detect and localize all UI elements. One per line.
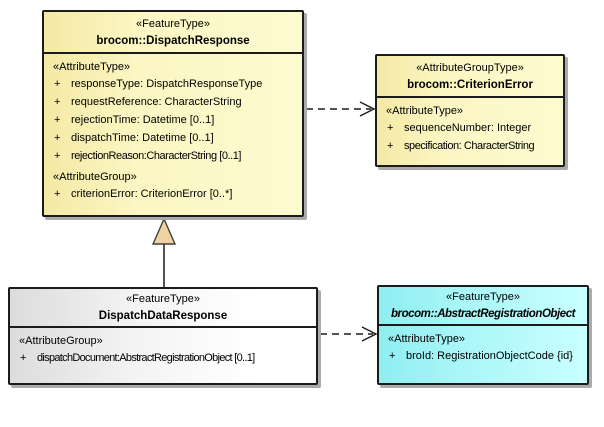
section-label: «AttributeType» bbox=[386, 105, 464, 117]
attribute-row: + broId: RegistrationObjectCode {id} bbox=[379, 346, 587, 364]
section-label: «AttributeGroup» bbox=[19, 335, 103, 347]
visibility: + bbox=[389, 350, 396, 362]
visibility: + bbox=[54, 132, 61, 144]
stereotype-label: «FeatureType» bbox=[126, 293, 200, 305]
attribute-text: dispatchDocument:AbstractRegistrationObj… bbox=[37, 352, 255, 364]
visibility: + bbox=[54, 96, 61, 108]
attribute-row: + sequenceNumber: Integer bbox=[377, 118, 563, 136]
section-label: «AttributeType» bbox=[388, 333, 466, 345]
class-header: «FeatureType» DispatchDataResponse bbox=[10, 289, 316, 328]
attributes-compartment: «AttributeType» + sequenceNumber: Intege… bbox=[377, 98, 563, 154]
dependency-arrow-abstract-registration-object bbox=[320, 326, 378, 342]
attribute-row: + requestReference: CharacterString bbox=[44, 92, 302, 110]
visibility: + bbox=[54, 78, 61, 90]
attribute-text: broId: RegistrationObjectCode {id} bbox=[406, 350, 573, 362]
attribute-text: responseType: DispatchResponseType bbox=[71, 78, 263, 90]
visibility: + bbox=[387, 122, 394, 134]
attribute-text: criterionError: CriterionError [0..*] bbox=[71, 188, 233, 200]
visibility: + bbox=[54, 150, 61, 162]
attributes-compartment: «AttributeType» + broId: RegistrationObj… bbox=[379, 326, 587, 364]
visibility: + bbox=[387, 140, 394, 152]
attribute-text: requestReference: CharacterString bbox=[71, 96, 242, 108]
attribute-text: specification: CharacterString bbox=[404, 140, 535, 152]
stereotype-label: «FeatureType» bbox=[446, 291, 520, 303]
class-box-dispatch-data-response: «FeatureType» DispatchDataResponse «Attr… bbox=[8, 287, 318, 385]
class-name: brocom::CriterionError bbox=[407, 79, 533, 91]
class-box-criterion-error: «AttributeGroupType» brocom::CriterionEr… bbox=[375, 54, 565, 167]
class-box-abstract-registration-object: «FeatureType» brocom::AbstractRegistrati… bbox=[377, 285, 589, 385]
attribute-text: sequenceNumber: Integer bbox=[404, 122, 532, 134]
class-header: «FeatureType» brocom::DispatchResponse bbox=[44, 12, 302, 54]
attribute-row: + criterionError: CriterionError [0..*] bbox=[44, 184, 302, 202]
generalization-arrow bbox=[151, 217, 177, 288]
visibility: + bbox=[54, 114, 61, 126]
attributes-compartment: «AttributeGroup» + dispatchDocument:Abst… bbox=[10, 328, 316, 366]
class-name: DispatchDataResponse bbox=[98, 310, 228, 322]
attribute-row: + rejectionReason:CharacterString [0..1] bbox=[44, 146, 302, 164]
section-label: «AttributeType» bbox=[53, 61, 131, 73]
class-header: «AttributeGroupType» brocom::CriterionEr… bbox=[377, 56, 563, 98]
section-label: «AttributeGroup» bbox=[53, 171, 137, 183]
visibility: + bbox=[20, 352, 27, 364]
attribute-text: rejectionReason:CharacterString [0..1] bbox=[71, 150, 241, 162]
dependency-arrow-criterion-error bbox=[306, 101, 376, 117]
visibility: + bbox=[54, 188, 61, 200]
class-box-dispatch-response: «FeatureType» brocom::DispatchResponse «… bbox=[42, 10, 304, 217]
attributes-compartment: «AttributeType» + responseType: Dispatch… bbox=[44, 54, 302, 202]
attribute-text: rejectionTime: Datetime [0..1] bbox=[71, 114, 215, 126]
class-header: «FeatureType» brocom::AbstractRegistrati… bbox=[379, 287, 587, 326]
attribute-row: + responseType: DispatchResponseType bbox=[44, 74, 302, 92]
stereotype-label: «AttributeGroupType» bbox=[416, 62, 524, 74]
class-name: brocom::AbstractRegistrationObject bbox=[390, 308, 576, 320]
attribute-row: + dispatchTime: Datetime [0..1] bbox=[44, 128, 302, 146]
attribute-row: + dispatchDocument:AbstractRegistrationO… bbox=[10, 348, 316, 366]
attribute-text: dispatchTime: Datetime [0..1] bbox=[71, 132, 214, 144]
stereotype-label: «FeatureType» bbox=[136, 18, 210, 30]
attribute-row: + specification: CharacterString bbox=[377, 136, 563, 154]
attribute-row: + rejectionTime: Datetime [0..1] bbox=[44, 110, 302, 128]
class-name: brocom::DispatchResponse bbox=[96, 35, 250, 47]
